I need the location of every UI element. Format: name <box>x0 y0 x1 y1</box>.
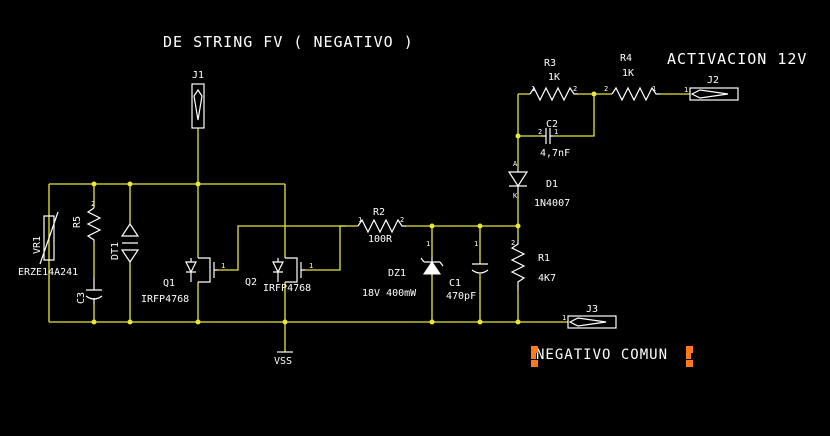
connector-j3[interactable]: J3 1 <box>562 304 617 329</box>
common-negative-label-selected[interactable]: NEGATIVO COMUN <box>531 346 693 367</box>
svg-text:1: 1 <box>358 216 362 224</box>
svg-text:1: 1 <box>531 85 535 93</box>
c3-ref: C3 <box>76 292 87 304</box>
svg-text:2: 2 <box>573 85 577 93</box>
resistor-r4[interactable]: R4 1K 2 1 <box>604 53 660 102</box>
svg-text:1: 1 <box>562 314 566 322</box>
r1-value: 4K7 <box>538 273 556 284</box>
svg-text:1: 1 <box>309 262 313 270</box>
selection-grip[interactable] <box>531 360 538 367</box>
c1-ref: C1 <box>449 278 461 289</box>
r4-value: 1K <box>622 68 634 79</box>
selection-grip[interactable] <box>531 346 538 353</box>
svg-text:K: K <box>513 192 518 200</box>
selection-grip[interactable] <box>531 353 536 359</box>
j1-ref: J1 <box>192 70 204 81</box>
junction-dots <box>91 91 597 325</box>
capacitor-c3[interactable]: C3 <box>76 278 103 304</box>
vss-label: VSS <box>274 356 292 367</box>
svg-text:2: 2 <box>91 200 95 208</box>
resistor-r1[interactable]: R1 4K7 2 <box>510 239 556 290</box>
capacitor-c1[interactable]: C1 470pF 1 <box>446 240 489 302</box>
selection-grip[interactable] <box>686 353 691 359</box>
r1-ref: R1 <box>538 253 550 264</box>
svg-text:2: 2 <box>400 216 404 224</box>
diode-d1[interactable]: D1 1N4007 A K <box>507 160 570 209</box>
tvs-dt1[interactable]: DT1 <box>110 222 140 264</box>
mosfet-q1[interactable]: Q1 IRFP4768 1 <box>141 257 225 305</box>
dz1-value: 18V 400mW <box>362 288 417 299</box>
varistor-vr1[interactable]: VR1 ERZE14A241 <box>18 211 78 278</box>
r3-ref: R3 <box>544 58 556 69</box>
r3-value: 1K <box>548 72 560 83</box>
q2-ref: Q2 <box>245 277 257 288</box>
c2-ref: C2 <box>546 119 558 130</box>
svg-text:1: 1 <box>426 240 430 248</box>
resistor-r3[interactable]: R3 1K 1 2 <box>529 58 578 102</box>
schematic-title: DE STRING FV ( NEGATIVO ) <box>163 33 414 51</box>
c1-value: 470pF <box>446 291 476 302</box>
dt1-ref: DT1 <box>110 242 121 260</box>
zener-dz1[interactable]: DZ1 18V 400mW 1 <box>362 240 444 299</box>
svg-text:1: 1 <box>554 128 558 136</box>
r4-ref: R4 <box>620 53 632 64</box>
r2-ref: R2 <box>373 207 385 218</box>
selection-grip[interactable] <box>686 346 693 353</box>
svg-text:1: 1 <box>474 240 478 248</box>
dz1-ref: DZ1 <box>388 268 406 279</box>
activation-label: ACTIVACION 12V <box>667 50 807 68</box>
vr1-value: ERZE14A241 <box>18 267 78 278</box>
mosfet-q2[interactable]: Q2 IRFP4768 1 <box>245 257 313 294</box>
resistor-r5[interactable]: R5 2 <box>72 200 102 242</box>
q1-value: IRFP4768 <box>141 294 189 305</box>
svg-text:1: 1 <box>652 85 656 93</box>
connector-j1[interactable]: J1 <box>191 70 205 129</box>
r2-value: 100R <box>368 234 393 245</box>
c2-value: 4,7nF <box>540 148 570 159</box>
vss-ground[interactable]: VSS <box>274 351 293 367</box>
j3-ref: J3 <box>586 304 598 315</box>
r5-ref: R5 <box>72 216 83 228</box>
svg-text:1: 1 <box>684 86 688 94</box>
svg-text:2: 2 <box>604 85 608 93</box>
resistor-r2[interactable]: R2 100R 1 2 <box>357 207 406 245</box>
capacitor-c2[interactable]: C2 4,7nF 2 1 <box>538 119 570 159</box>
d1-ref: D1 <box>546 179 558 190</box>
common-label: NEGATIVO COMUN <box>536 347 668 363</box>
j2-ref: J2 <box>707 75 719 86</box>
svg-text:A: A <box>513 160 518 168</box>
q1-ref: Q1 <box>163 278 175 289</box>
d1-value: 1N4007 <box>534 198 570 209</box>
selection-grip[interactable] <box>686 360 693 367</box>
vr1-ref: VR1 <box>32 236 43 254</box>
svg-text:1: 1 <box>221 262 225 270</box>
svg-text:2: 2 <box>538 128 542 136</box>
svg-text:2: 2 <box>511 239 515 247</box>
connector-j2[interactable]: J2 1 <box>684 75 739 101</box>
q2-value: IRFP4768 <box>263 283 311 294</box>
